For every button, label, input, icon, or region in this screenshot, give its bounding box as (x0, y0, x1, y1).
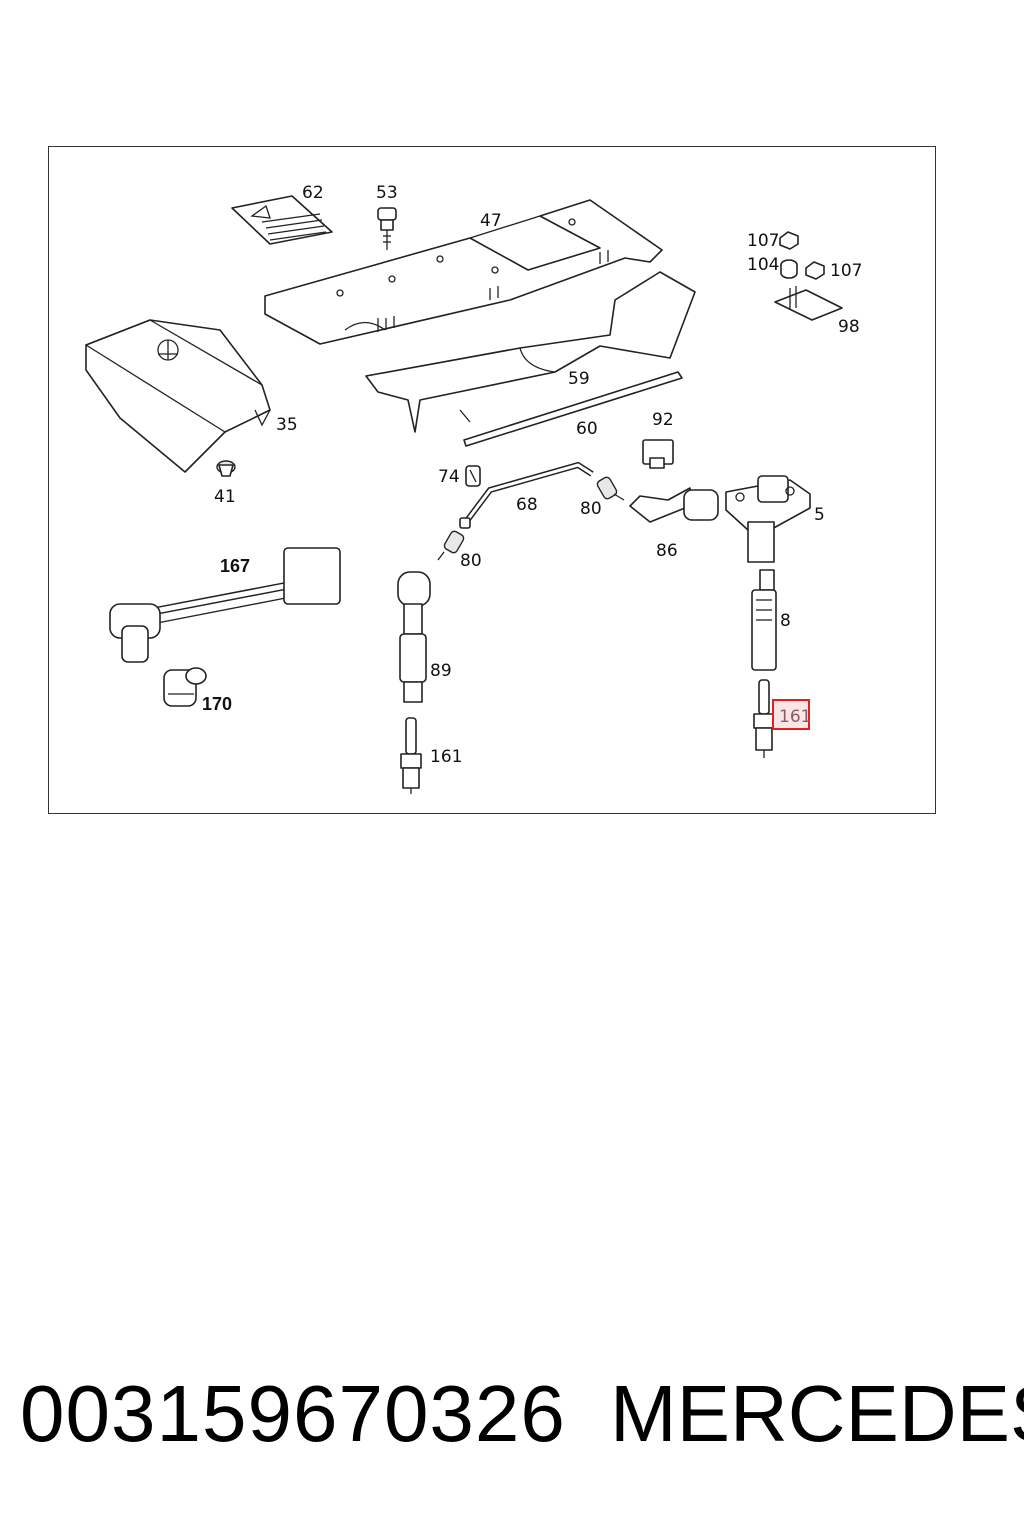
highlight-box: 161 (772, 699, 811, 730)
callout-68: 68 (516, 495, 538, 515)
callout-80b: 80 (460, 551, 482, 571)
part-60-strip (463, 371, 683, 447)
callout-161-left: 161 (430, 747, 462, 767)
callout-8: 8 (780, 611, 791, 631)
part-170-connector (163, 667, 207, 707)
callout-35: 35 (276, 415, 298, 435)
part-41-clip (216, 460, 236, 477)
part-80-boot-lower (437, 530, 465, 561)
callout-170: 170 (202, 694, 232, 714)
callout-53: 53 (376, 183, 398, 203)
callout-59: 59 (568, 369, 590, 389)
callout-107b: 107 (830, 261, 862, 281)
callout-167: 167 (220, 556, 250, 576)
callout-107a: 107 (747, 231, 779, 251)
part-68-lead (459, 461, 594, 529)
parts-diagram: 62 53 47 107 104 107 98 59 35 60 92 41 7… (85, 183, 862, 794)
callout-5: 5 (814, 505, 825, 525)
part-5-ignition-coil (725, 475, 811, 563)
part-98-bracket (774, 286, 843, 321)
part-80-boot-upper (596, 476, 625, 501)
part-number: 003159670326 (20, 1369, 566, 1458)
part-74-clip (465, 465, 481, 487)
part-86-connector (629, 487, 719, 523)
callout-86: 86 (656, 541, 678, 561)
callout-74: 74 (438, 467, 460, 487)
callout-80a: 80 (580, 499, 602, 519)
part-167-harness (109, 547, 341, 663)
part-161-spark-plug-left (400, 717, 422, 794)
caption: 003159670326 MERCEDES (0, 1368, 1024, 1478)
callout-104: 104 (747, 255, 779, 275)
callout-41: 41 (214, 487, 236, 507)
callout-62: 62 (302, 183, 324, 203)
callout-98: 98 (838, 317, 860, 337)
part-8-extension (751, 569, 777, 671)
part-107-104-hardware (779, 231, 825, 280)
part-161-spark-plug-right (753, 679, 775, 758)
part-35-front-cover (85, 319, 271, 473)
part-62-label-plate (231, 195, 333, 245)
callout-89: 89 (430, 661, 452, 681)
callout-47: 47 (480, 211, 502, 231)
brand-name: MERCEDES (610, 1369, 1024, 1458)
part-92-bracket (642, 439, 674, 469)
part-59-lower-cover (365, 271, 696, 433)
part-53-bolt (377, 207, 397, 250)
callout-161-highlighted: 161 (779, 707, 811, 727)
part-47-upper-cover (264, 199, 663, 345)
callout-60: 60 (576, 419, 598, 439)
callout-92: 92 (652, 410, 674, 430)
part-89-plug-connector (397, 571, 431, 703)
